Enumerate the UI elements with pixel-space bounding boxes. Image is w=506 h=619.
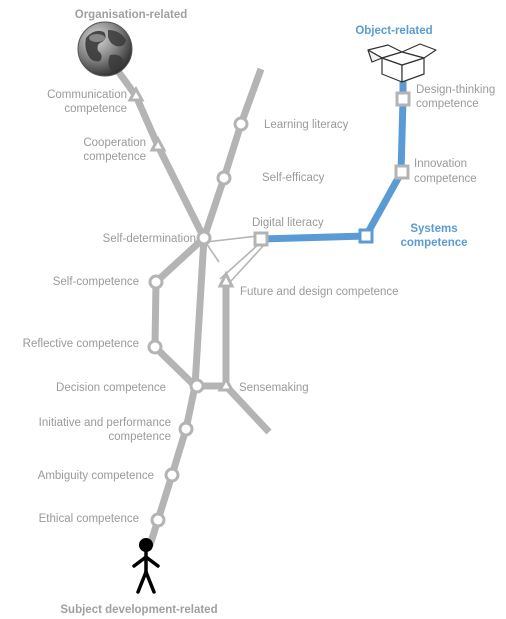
label-initiative-2: competence [108,431,171,443]
label-innovation-1: Innovation [414,158,467,170]
label-reflective: Reflective competence [23,338,139,350]
transfer-line-c [230,244,265,282]
header-systems-2: competence [400,237,467,249]
label-communication-2: competence [64,103,127,115]
globe-icon [77,21,133,77]
station-digital-literacy[interactable] [253,231,269,247]
stations [127,85,269,528]
label-design-thinking-1: Design-thinking [416,84,495,96]
label-initiative-1: Initiative and performance [39,417,171,429]
label-cooperation-1: Cooperation [83,137,146,149]
station-decision[interactable] [189,378,205,394]
label-sensemaking: Sensemaking [239,382,309,394]
station-initiative[interactable] [178,421,194,437]
label-decision: Decision competence [56,382,166,394]
track-left-loop [151,235,207,389]
label-digital-literacy: Digital literacy [252,217,324,229]
object-stations [394,91,411,180]
header-systems-1: Systems [410,223,457,235]
open-box-icon [367,43,437,83]
systems-stations [358,228,374,244]
station-ambiguity[interactable] [164,467,180,483]
track-future-line [222,284,272,435]
label-cooperation-2: competence [83,151,146,163]
station-design-thinking[interactable] [395,91,411,107]
station-self-competence[interactable] [148,274,164,290]
header-object: Object-related [355,25,432,37]
label-innovation-2: competence [414,173,477,185]
label-ethical: Ethical competence [39,513,139,525]
station-future-design[interactable] [217,270,235,288]
label-self-determination: Self-determination [103,233,196,245]
label-design-thinking-2: competence [416,98,479,110]
station-sensemaking[interactable] [217,375,235,392]
header-organisation: Organisation-related [75,9,187,21]
station-innovation[interactable] [394,164,410,180]
label-ambiguity: Ambiguity competence [38,470,154,482]
station-systems[interactable] [358,228,374,244]
station-ethical[interactable] [150,512,166,528]
station-cooperation[interactable] [149,135,167,152]
person-icon [132,538,160,594]
label-self-efficacy: Self-efficacy [262,172,325,184]
station-learning-literacy[interactable] [233,116,249,132]
tracks [107,57,272,547]
station-self-determination[interactable] [196,230,212,246]
transfer-line-a [205,235,259,243]
label-learning-literacy: Learning literacy [264,119,349,131]
transfer-line-d [205,242,220,263]
station-reflective[interactable] [147,339,163,355]
track-organisation [107,57,208,240]
label-future-design: Future and design competence [240,286,399,298]
label-self-competence: Self-competence [53,276,139,288]
station-self-efficacy[interactable] [216,170,232,186]
label-communication-1: Communication [47,89,127,101]
station-communication[interactable] [127,85,145,102]
header-subject: Subject development-related [60,604,217,616]
track-systems [260,60,407,243]
